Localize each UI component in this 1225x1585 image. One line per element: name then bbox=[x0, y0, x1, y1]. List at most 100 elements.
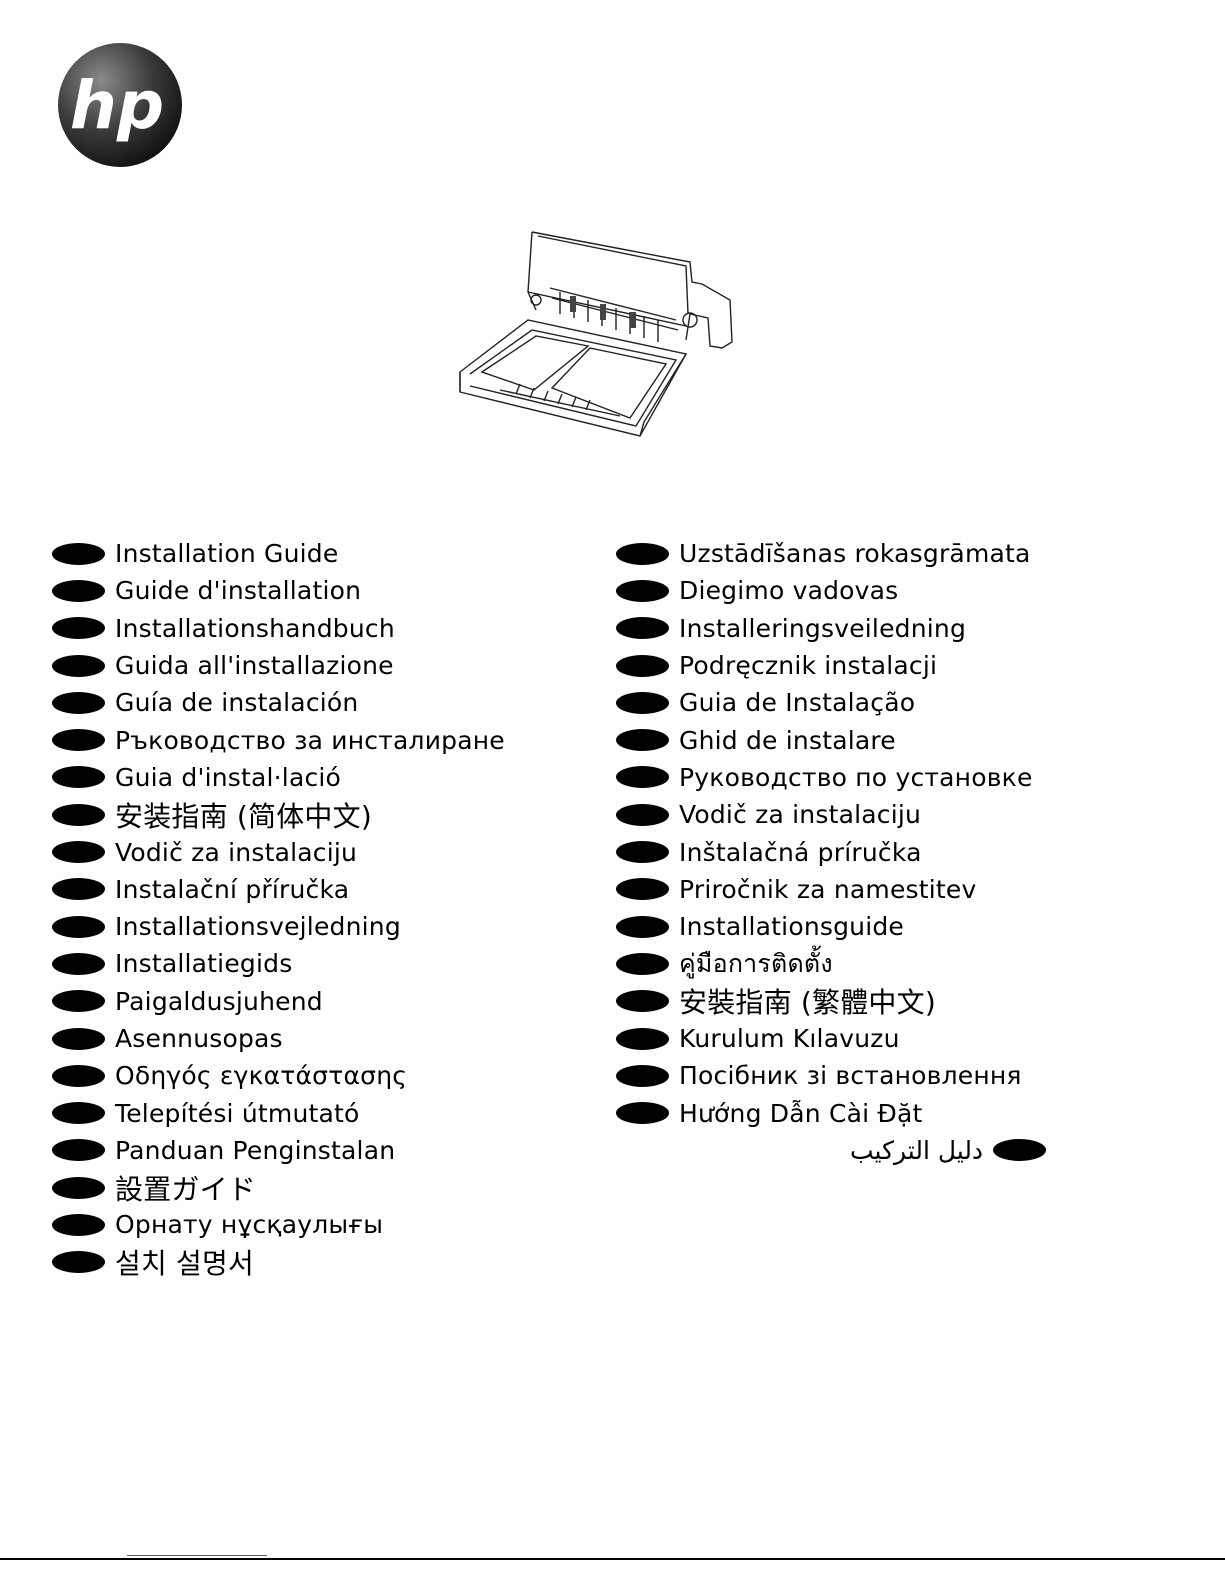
language-badge bbox=[52, 1213, 105, 1236]
guide-title: Installatiegids bbox=[115, 949, 293, 979]
guide-title: Podręcznik instalacji bbox=[679, 651, 938, 681]
language-badge bbox=[616, 990, 669, 1013]
footer-rule bbox=[0, 1558, 1225, 1560]
language-badge bbox=[52, 952, 105, 975]
language-badge bbox=[52, 766, 105, 789]
list-item: Guía de instalación bbox=[52, 684, 505, 721]
list-item: 安裝指南 (繁體中文) bbox=[616, 983, 1033, 1020]
guide-title: Vodič za instalaciju bbox=[115, 837, 358, 867]
guide-title: Inštalačná príručka bbox=[679, 837, 922, 867]
language-badge bbox=[52, 729, 105, 752]
guide-title: Guía de instalación bbox=[115, 688, 359, 718]
language-list-right: Uzstādīšanas rokasgrāmata Diegimo vadova… bbox=[616, 535, 1033, 1132]
list-item: Посібник зі встановлення bbox=[616, 1057, 1033, 1094]
guide-title: Hướng Dẫn Cài Đặt bbox=[679, 1098, 923, 1128]
language-badge bbox=[52, 1064, 105, 1087]
guide-title: Installation Guide bbox=[115, 539, 339, 569]
language-badge bbox=[52, 1102, 105, 1125]
guide-title: Guide d'installation bbox=[115, 576, 362, 606]
language-badge bbox=[52, 990, 105, 1013]
list-item: 設置ガイド bbox=[52, 1169, 505, 1206]
list-item: Vodič za instalaciju bbox=[52, 833, 505, 870]
list-item: Installatiegids bbox=[52, 945, 505, 982]
guide-title: Paigaldusjuhend bbox=[115, 986, 323, 1016]
list-item: 安装指南 (简体中文) bbox=[52, 796, 505, 833]
guide-title: 安裝指南 (繁體中文) bbox=[679, 986, 936, 1020]
guide-title: Installationsvejledning bbox=[115, 912, 401, 942]
guide-title: Uzstādīšanas rokasgrāmata bbox=[679, 539, 1031, 569]
guide-title: Vodič za instalaciju bbox=[679, 800, 922, 830]
guide-title: Asennusopas bbox=[115, 1024, 283, 1053]
list-item: Οδηγός εγκατάστασης bbox=[52, 1057, 505, 1094]
language-badge bbox=[52, 1251, 105, 1274]
language-badge bbox=[52, 691, 105, 714]
language-badge bbox=[616, 803, 669, 826]
guide-title: Instalační příručka bbox=[115, 874, 350, 904]
language-badge bbox=[52, 542, 105, 565]
language-badge bbox=[52, 617, 105, 640]
guide-title: دليل التركيب bbox=[850, 1135, 984, 1165]
language-badge bbox=[616, 654, 669, 677]
list-item: Guia de Instalação bbox=[616, 684, 1033, 721]
language-badge bbox=[616, 1027, 669, 1050]
list-item: Panduan Penginstalan bbox=[52, 1132, 505, 1169]
language-badge bbox=[52, 841, 105, 864]
list-item: Installation Guide bbox=[52, 535, 505, 572]
guide-title: 설치 설명서 bbox=[115, 1247, 254, 1281]
language-badge bbox=[52, 803, 105, 826]
language-badge bbox=[616, 766, 669, 789]
language-badge bbox=[616, 841, 669, 864]
language-badge bbox=[52, 1176, 105, 1199]
guide-title: Орнату нұсқаулығы bbox=[115, 1210, 384, 1240]
language-badge bbox=[616, 1102, 669, 1125]
language-badge bbox=[52, 878, 105, 901]
language-badge bbox=[616, 542, 669, 565]
guide-title: Priročnik za namestitev bbox=[679, 874, 977, 904]
hp-logo: hp bbox=[58, 43, 182, 167]
language-badge bbox=[52, 579, 105, 602]
language-badge bbox=[52, 654, 105, 677]
list-item: Instalační příručka bbox=[52, 871, 505, 908]
list-item: Kurulum Kılavuzu bbox=[616, 1020, 1033, 1057]
guide-title: Οδηγός εγκατάστασης bbox=[115, 1061, 408, 1091]
list-item: Asennusopas bbox=[52, 1020, 505, 1057]
language-badge bbox=[616, 915, 669, 938]
list-item: Inštalačná príručka bbox=[616, 833, 1033, 870]
language-badge bbox=[616, 579, 669, 602]
list-item: Guide d'installation bbox=[52, 572, 505, 609]
list-item: Guida all'installazione bbox=[52, 647, 505, 684]
list-item: Installationshandbuch bbox=[52, 610, 505, 647]
list-item: Installeringsveiledning bbox=[616, 610, 1033, 647]
list-item: Ръководство за инсталиране bbox=[52, 721, 505, 758]
guide-title: 設置ガイド bbox=[115, 1172, 257, 1206]
list-item: Vodič za instalaciju bbox=[616, 796, 1033, 833]
list-item: Installationsvejledning bbox=[52, 908, 505, 945]
list-item: Diegimo vadovas bbox=[616, 572, 1033, 609]
guide-title: คู่มือการติดตั้ง bbox=[679, 948, 833, 978]
list-item: Руководство по установке bbox=[616, 759, 1033, 796]
language-badge bbox=[616, 1064, 669, 1087]
list-item: Ghid de instalare bbox=[616, 721, 1033, 758]
list-item: Uzstādīšanas rokasgrāmata bbox=[616, 535, 1033, 572]
guide-title: Installeringsveiledning bbox=[679, 613, 967, 643]
list-item: Guia d'instal·lació bbox=[52, 759, 505, 796]
guide-title: 安装指南 (简体中文) bbox=[115, 799, 372, 833]
list-item-arabic: دليل التركيب bbox=[850, 1134, 1047, 1166]
list-item: Paigaldusjuhend bbox=[52, 983, 505, 1020]
language-badge bbox=[616, 617, 669, 640]
guide-title: Installationshandbuch bbox=[115, 613, 395, 643]
list-item: Telepítési útmutató bbox=[52, 1094, 505, 1131]
guide-title: Diegimo vadovas bbox=[679, 576, 899, 606]
guide-title: Panduan Penginstalan bbox=[115, 1135, 396, 1165]
guide-title: Guia de Instalação bbox=[679, 688, 916, 718]
duplex-unit-illustration bbox=[459, 231, 733, 437]
language-badge bbox=[993, 1139, 1047, 1161]
language-badge bbox=[616, 952, 669, 975]
guide-title: Installationsguide bbox=[679, 912, 904, 942]
guide-title: Ръководство за инсталиране bbox=[115, 725, 505, 755]
list-item: 설치 설명서 bbox=[52, 1244, 505, 1281]
guide-title: Руководство по установке bbox=[679, 762, 1033, 792]
guide-title: Ghid de instalare bbox=[679, 725, 896, 755]
guide-title: Guida all'installazione bbox=[115, 651, 394, 681]
language-badge bbox=[52, 915, 105, 938]
